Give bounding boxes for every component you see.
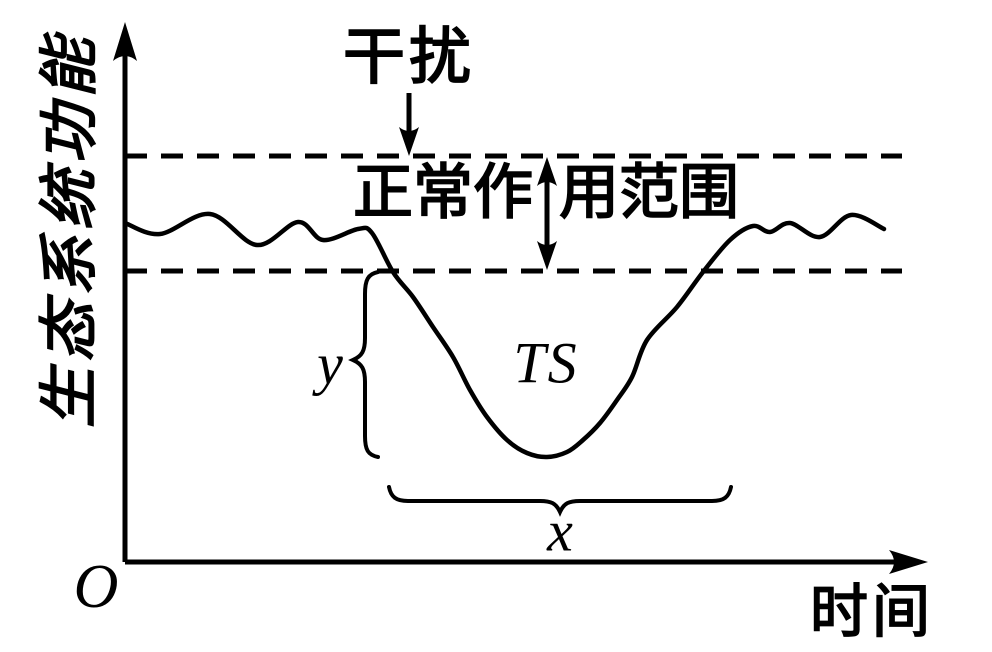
depth-label: y	[312, 332, 343, 397]
ecosystem-function-curve	[122, 211, 887, 460]
trough-label: TS	[513, 331, 578, 396]
disturbance-arrow-head-icon	[399, 127, 419, 156]
y-axis-title: 生态系统功能	[37, 31, 103, 428]
width-label: x	[546, 499, 573, 564]
normal-range-label-right: 用范围	[559, 160, 739, 226]
x-axis-title: 时间	[810, 580, 934, 645]
y-axis-arrowhead-icon	[113, 22, 137, 61]
origin-label: O	[74, 553, 119, 621]
range-double-arrow-down-head-icon	[537, 241, 557, 270]
range-double-arrow-up-head-icon	[537, 157, 557, 186]
x-axis-arrowhead-icon	[889, 550, 928, 574]
disturbance-label: 干扰	[343, 24, 475, 92]
normal-range-label-left: 正常作	[353, 160, 533, 226]
width-brace	[387, 485, 733, 517]
depth-brace	[348, 270, 380, 459]
